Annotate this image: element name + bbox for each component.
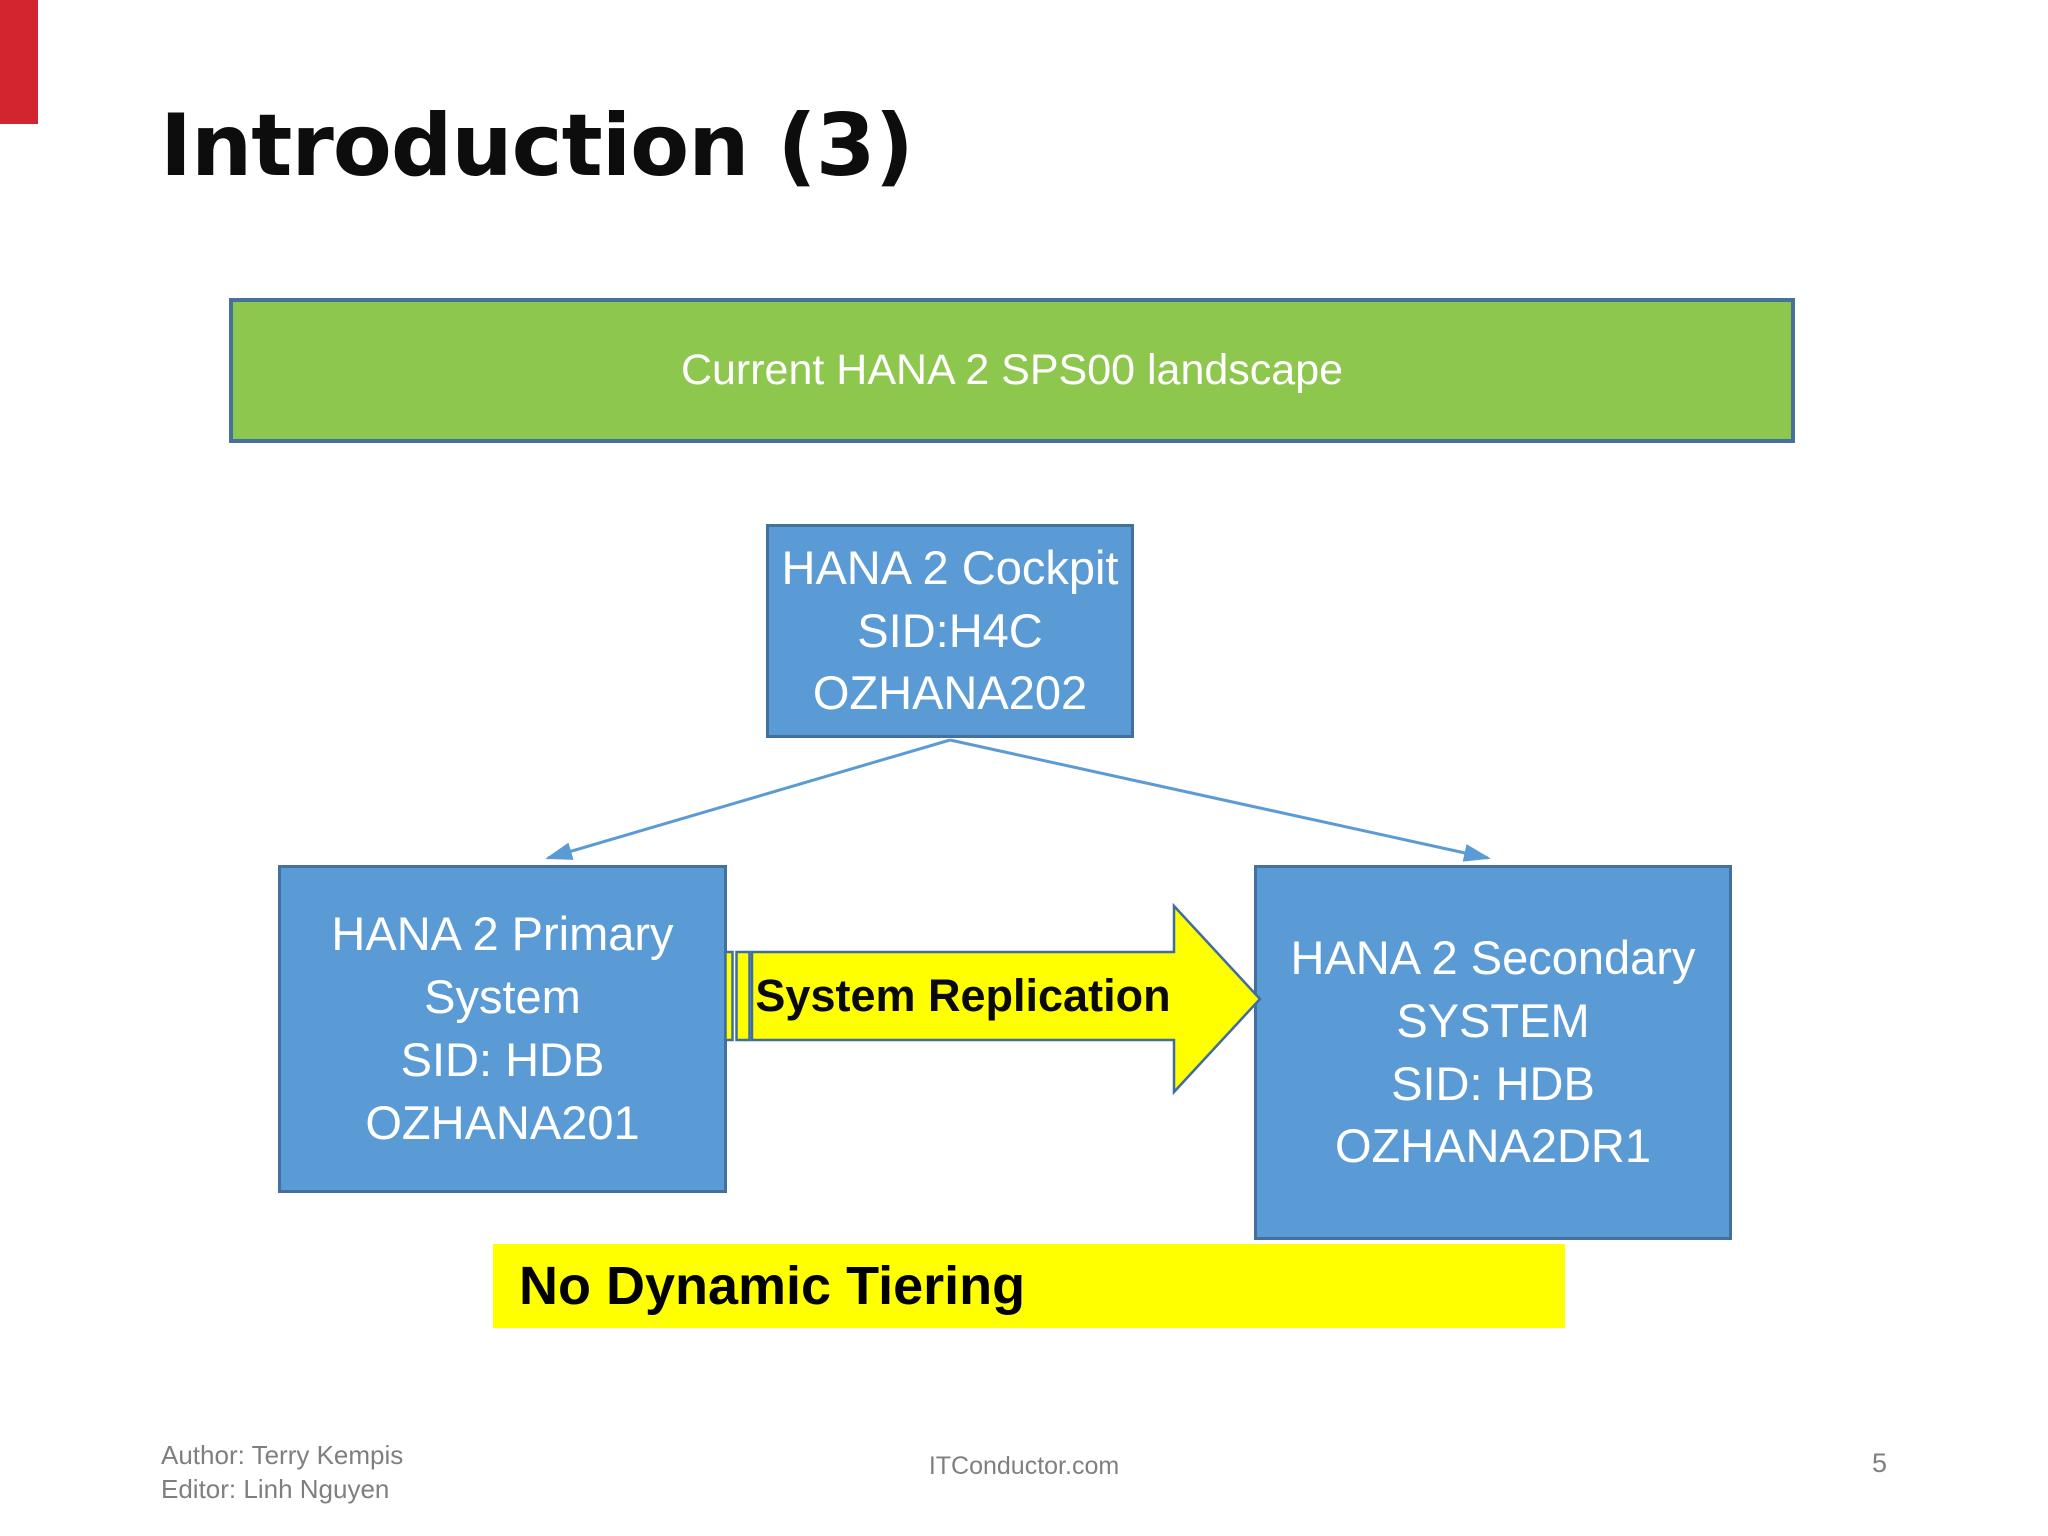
cockpit-line-1: HANA 2 Cockpit (781, 540, 1119, 594)
secondary-line-4: OZHANA2DR1 (1334, 1119, 1651, 1173)
footer-credits: Author: Terry Kempis Editor: Linh Nguyen (161, 1438, 403, 1506)
landscape-banner-label: Current HANA 2 SPS00 landscape (680, 346, 1344, 394)
note-banner: No Dynamic Tiering (493, 1244, 1565, 1328)
secondary-line-1: HANA 2 Secondary (1290, 930, 1696, 984)
primary-line-1: HANA 2 Primary (331, 907, 674, 961)
replication-arrow-label: System Replication (755, 970, 1171, 1021)
cockpit-line-2: SID:H4C (857, 603, 1043, 657)
landscape-banner: Current HANA 2 SPS00 landscape (229, 298, 1795, 443)
arrow-body (750, 902, 1262, 1096)
red-accent-bar (0, 0, 38, 124)
page-title: Introduction (3) (160, 96, 914, 196)
primary-line-4: OZHANA201 (365, 1095, 640, 1149)
primary-line-2: System (424, 970, 581, 1024)
primary-line-3: SID: HDB (400, 1033, 605, 1086)
node-secondary-system: HANA 2 Secondary SYSTEM SID: HDB OZHANA2… (1254, 865, 1732, 1240)
secondary-line-3: SID: HDB (1391, 1056, 1595, 1110)
connector-cockpit-to-primary (545, 738, 951, 860)
footer-editor: Editor: Linh Nguyen (161, 1474, 390, 1504)
secondary-line-2: SYSTEM (1396, 993, 1590, 1047)
footer-site: ITConductor.com (928, 1452, 1120, 1480)
connector-cockpit-to-secondary (949, 738, 1491, 862)
footer-page-number: 5 (1872, 1448, 1888, 1478)
striped-right-arrow (724, 902, 1262, 1096)
note-label: No Dynamic Tiering (519, 1256, 1026, 1316)
node-primary-system: HANA 2 Primary System SID: HDB OZHANA201 (278, 865, 727, 1193)
node-cockpit: HANA 2 Cockpit SID:H4C OZHANA202 (766, 524, 1134, 738)
cockpit-line-3: OZHANA202 (812, 666, 1088, 720)
arrow-stripe-2 (735, 950, 751, 1042)
arrow-stripe-1 (724, 950, 734, 1042)
footer-author: Author: Terry Kempis (161, 1440, 404, 1470)
